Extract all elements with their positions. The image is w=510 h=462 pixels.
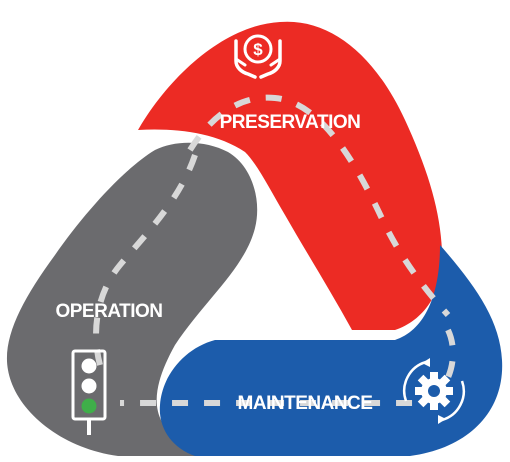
operation-label: OPERATION — [55, 301, 162, 322]
light-green — [81, 398, 97, 414]
preservation-label: PRESERVATION — [220, 112, 361, 133]
right-hand — [259, 39, 282, 79]
gear-hub — [428, 385, 440, 397]
cycle-arrowhead-right — [438, 415, 446, 424]
traffic-light-icon — [71, 349, 107, 435]
light-red — [81, 358, 97, 374]
left-hand — [234, 39, 257, 79]
preservation-segment — [138, 21, 443, 331]
operation-road-dash — [93, 154, 198, 366]
operation-segment — [6, 142, 258, 457]
cycle-arc-left — [403, 360, 427, 402]
hands-dollar-icon: $ — [234, 34, 282, 79]
light-yellow — [81, 378, 97, 394]
maintenance-label: MAINTENANCE — [238, 393, 373, 414]
left-fingers — [234, 57, 247, 67]
road-dashes — [93, 94, 456, 406]
maintenance-road-dash — [120, 328, 456, 406]
cycle-arrowhead-left — [422, 358, 430, 367]
right-fingers — [269, 57, 282, 67]
dollar-glyph: $ — [253, 40, 263, 59]
cycle-arc-right — [441, 380, 465, 422]
coin — [243, 34, 273, 64]
